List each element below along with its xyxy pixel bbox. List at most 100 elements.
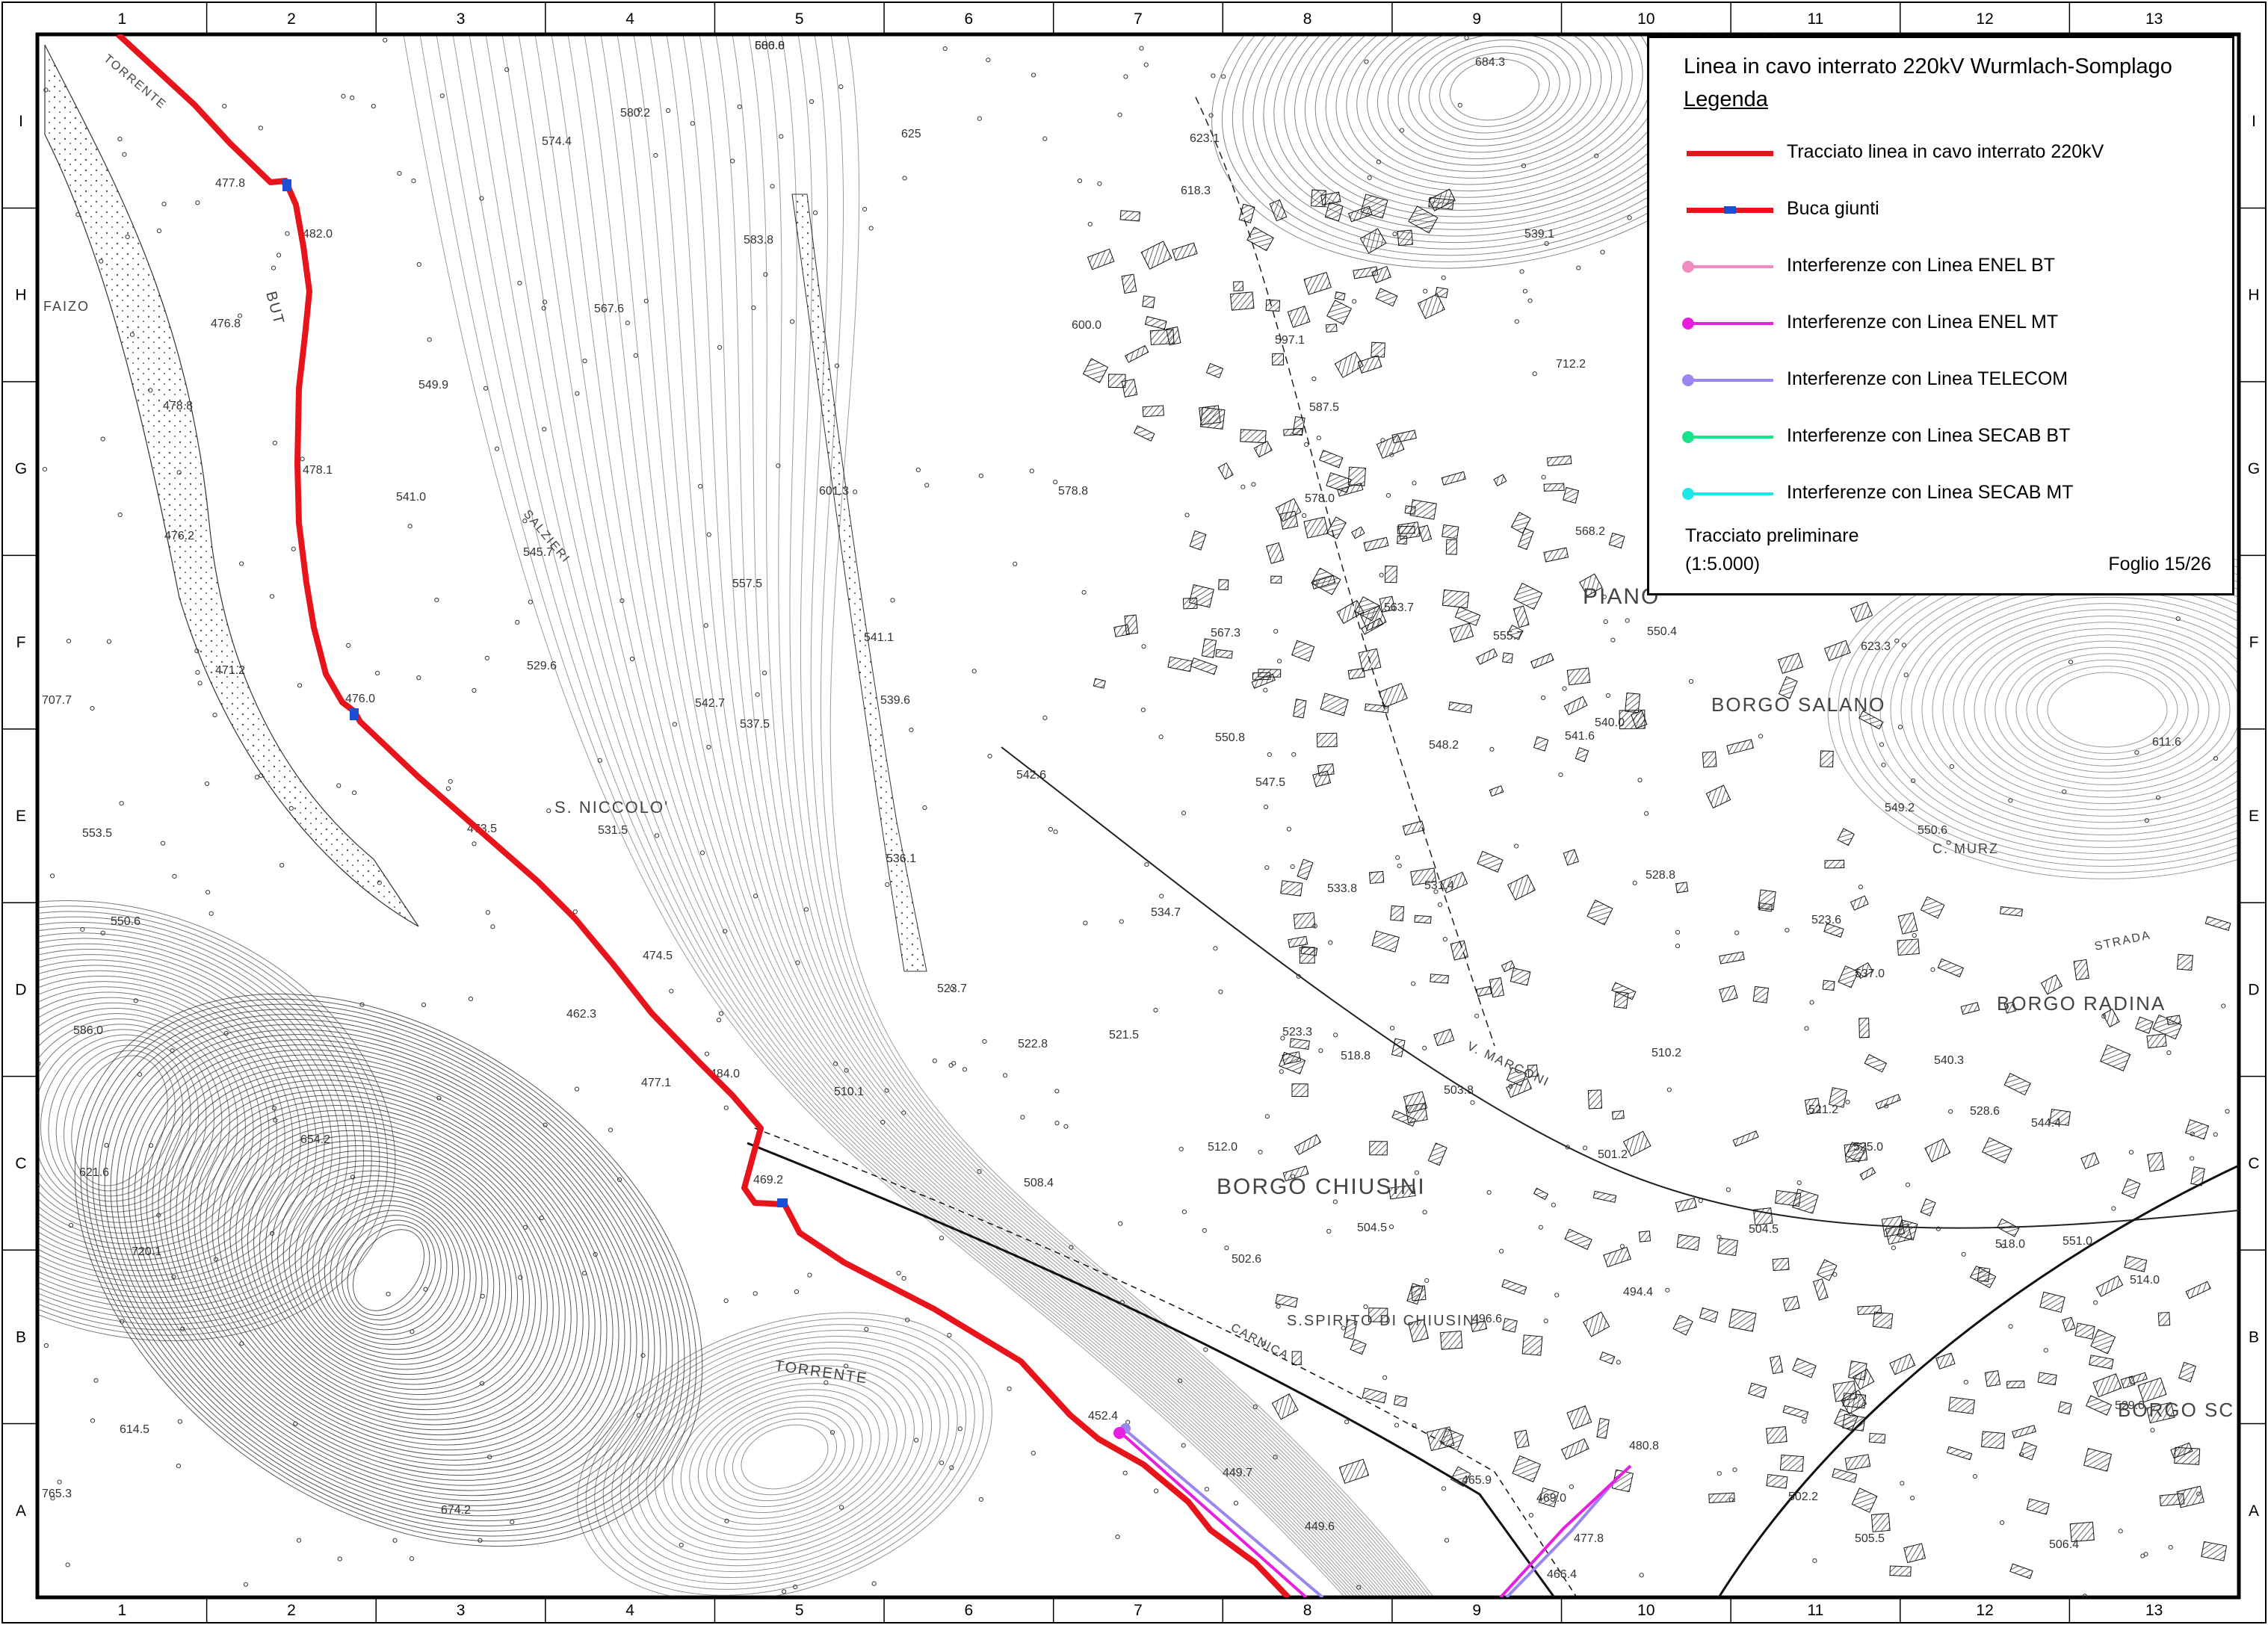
elevation-label: 510.1 [834,1086,864,1098]
elevation-label: 557.5 [732,578,762,590]
elevation-label: 529.0 [2115,1399,2145,1412]
elevation-label: 503.8 [1444,1084,1474,1097]
legend-scale: (1:5.000) [1685,554,1761,575]
grid-col-label-top: 7 [1134,10,1143,28]
elevation-label: 512.0 [1208,1141,1237,1154]
elevation-label: 476.2 [164,530,194,542]
legend-item-secab-bt: Interferenze con Linea SECAB BT [1682,424,2225,451]
telecom-line-swatch [1687,379,1773,382]
elevation-label: 533.8 [1327,882,1357,895]
elevation-label: 508.4 [1024,1177,1054,1189]
elevation-label: 580.2 [620,107,650,120]
elevation-label: 531.4 [1424,879,1454,892]
elevation-label: 449.6 [1305,1520,1335,1533]
grid-col-label-bottom: 10 [1637,1602,1654,1619]
cable-route-line[interactable] [116,34,1291,1597]
joint-pit-3[interactable] [777,1198,788,1207]
elevation-label: 545.7 [523,546,553,559]
grid-row-label-right: A [2249,1502,2259,1520]
elevation-label: 563.7 [1384,601,1414,614]
grid-row-label-left: D [15,981,26,998]
enel-mt-line-b [1499,1464,1632,1597]
elevation-label: 506.4 [2049,1538,2079,1551]
elevation-label: 537.0 [1855,968,1885,980]
elevation-label: 568.2 [1575,525,1605,538]
grid-row-label-right: B [2249,1328,2259,1346]
elevation-label: 654.2 [300,1133,330,1146]
place-piano: PIANO [1583,584,1660,609]
grid-col-label-bottom: 7 [1134,1602,1143,1619]
joint-swatch-icon [1724,206,1736,214]
elevation-label: 528.6 [1970,1105,2000,1118]
grid-row-label-left: G [15,460,27,477]
legend-item-route: Tracciato linea in cavo interrato 220kV [1687,140,2225,167]
legend-item-label: Interferenze con Linea ENEL BT [1787,255,2055,276]
elevation-label: 534.7 [1151,906,1181,919]
elevation-label: 452.4 [1088,1410,1118,1423]
grid-col-label-bottom: 4 [625,1602,634,1619]
elevation-label: 611.6 [2152,736,2181,749]
elevation-label: 621.6 [79,1166,109,1179]
enel-mt-marker[interactable] [1113,1427,1125,1439]
legend-item-enel-bt: Interferenze con Linea ENEL BT [1682,253,2225,280]
elevation-label: 525.0 [1853,1141,1883,1154]
elevation-label: 510.2 [1651,1047,1681,1059]
legend-subtitle: Legenda [1684,87,1768,111]
grid-row-label-left: F [16,634,26,651]
elevation-label: 477.1 [641,1077,671,1089]
elevation-label: 623.1 [1190,132,1220,145]
legend-panel: Linea in cavo interrato 220kV Wurmlach-S… [1647,36,2234,595]
elevation-label: 501.2 [1598,1148,1628,1161]
grid-col-label-bottom: 8 [1303,1602,1312,1619]
route-line-swatch [1687,151,1773,156]
elevation-label: 550.4 [1647,625,1677,638]
grid-col-label-top: 2 [287,10,296,28]
elevation-label: 600.8 [755,40,785,52]
legend-title: Linea in cavo interrato 220kV Wurmlach-S… [1684,55,2172,78]
place-borgo-salano: BORGO SALANO [1711,693,1886,716]
legend-item-label: Interferenze con Linea TELECOM [1787,368,2068,389]
elevation-label: 707.7 [42,694,72,707]
grid-row-label-right: C [2248,1155,2259,1172]
elevation-label: 597.1 [1275,334,1305,347]
legend-status: Tracciato preliminare [1685,525,1859,546]
elevation-label: 548.2 [1429,739,1459,752]
grid-row-label-right: H [2248,287,2259,304]
grid-col-label-top: 4 [625,10,634,28]
elevation-label: 555.7 [1493,630,1523,643]
elevation-label: 469.2 [753,1174,783,1186]
elevation-label: 523.7 [937,982,967,995]
elevation-label: 523.6 [1811,914,1841,926]
grid-col-label-bottom: 13 [2145,1602,2163,1619]
elevation-label: 549.9 [418,379,448,391]
elevation-label: 600.0 [1072,319,1101,332]
grid-col-label-bottom: 6 [965,1602,974,1619]
elevation-label: 587.5 [1309,401,1339,414]
elevation-label: 549.2 [1885,802,1915,814]
elevation-label: 578.8 [1058,485,1088,498]
elevation-label: 541.0 [396,491,426,504]
elevation-label: 529.6 [527,660,557,672]
legend-item-label: Interferenze con Linea SECAB MT [1787,482,2074,503]
cable-route[interactable] [116,34,1291,1597]
grid-col-label-top: 1 [117,10,126,28]
legend-item-label: Buca giunti [1787,198,1879,219]
elevation-label: 547.5 [1255,776,1285,789]
grid-col-label-bottom: 11 [1808,1602,1824,1619]
elevation-label: 540.0 [1595,716,1625,729]
elevation-label: 574.4 [542,135,572,148]
grid-col-label-bottom: 12 [1976,1602,1993,1619]
grid-row-label-left: A [16,1502,26,1520]
joint-pit-1[interactable] [282,179,291,191]
elevation-label: 471.2 [215,664,245,677]
grid-row-label-left: I [19,113,23,130]
elevation-label: 462.3 [566,1008,596,1021]
grid-col-label-bottom: 5 [795,1602,804,1619]
map-border [35,32,2241,1600]
elevation-label: 540.3 [1934,1054,1964,1067]
legend-item-telecom: Interferenze con Linea TELECOM [1682,367,2225,394]
legend-item-label: Interferenze con Linea ENEL MT [1787,312,2059,332]
grid-row-label-right: I [2252,113,2256,130]
joint-pit-2[interactable] [350,708,359,720]
